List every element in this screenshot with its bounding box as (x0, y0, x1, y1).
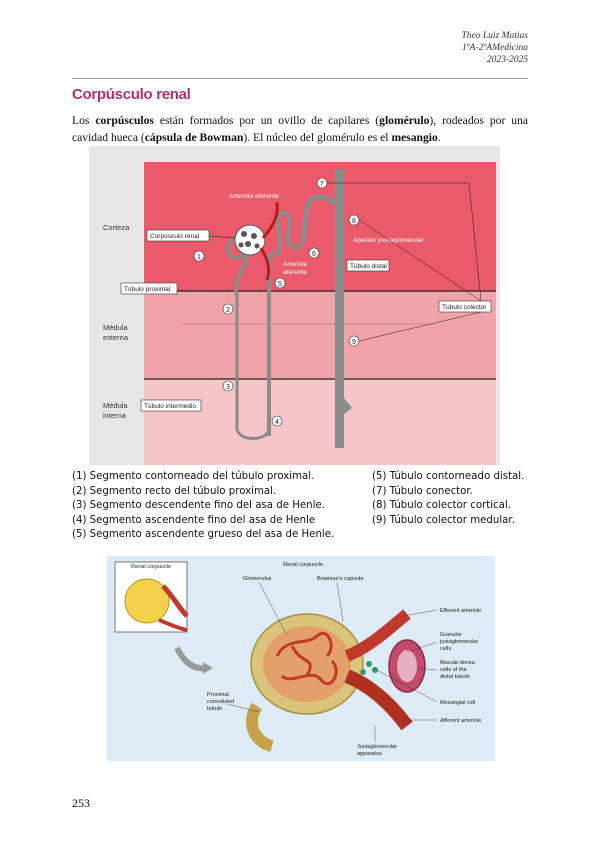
renal-corpuscle-illustration: Renal corpuscle Renal corpuscle Glomerul… (107, 556, 495, 761)
legend-item: (2) Segmento recto del túbulo proximal. (72, 485, 334, 500)
nephron-diagram: Corteza Médula externa Médula interna Co… (89, 146, 500, 465)
legend-item: (4) Segmento ascendente fino del asa de … (72, 514, 334, 529)
term-mesangio: mesangio (391, 131, 437, 144)
legend-column-left: (1) Segmento contorneado del túbulo prox… (72, 470, 334, 543)
label-arteriola-eferente: Arteriola eferente (229, 193, 279, 200)
zone-label-medula-interna: interna (103, 411, 127, 420)
term-capsula-bowman: cápsula de Bowman (145, 131, 244, 144)
header-meta: Theo Luiz Matias 1ºA-2ºAMedicina 2023-20… (461, 30, 528, 66)
legend-item: (9) Túbulo colector medular. (372, 514, 524, 529)
inset-corpuscle (125, 579, 169, 623)
label-proximal-tubule: Proximal (207, 692, 229, 698)
label-arteriola-aferente: aferente (283, 269, 307, 276)
intro-text: están formados por un ovillo de capilare… (154, 114, 379, 127)
label-macula-densa: cells of the (440, 667, 467, 673)
inner-medulla-zone (144, 379, 496, 465)
marker-5: 5 (278, 281, 282, 288)
label-tubulo-colector: Túbulo colector (442, 304, 487, 311)
label-proximal-tubule: convoluted (207, 699, 234, 705)
page-number: 253 (72, 796, 90, 811)
zone-label-medula-externa: externa (103, 333, 129, 342)
marker-4: 4 (275, 419, 279, 426)
intro-text: Los (72, 114, 95, 127)
zone-label-medula-externa: Médula (103, 323, 128, 332)
label-tubulo-distal: Túbulo distal (350, 263, 387, 270)
author-name: Theo Luiz Matias (461, 30, 528, 42)
intro-text: ). El núcleo del glomérulo es el (243, 131, 391, 144)
label-aparato-yuxtaglomerular: Aparato yuxtaglomerular (353, 237, 425, 244)
legend-item: (5) Túbulo contorneado distal. (372, 470, 524, 485)
zone-label-corteza: Corteza (103, 223, 130, 232)
label-tubulo-intermedio: Túbulo intermedio (144, 403, 196, 410)
label-glomerulus: Glomerulus (243, 576, 272, 582)
label-efferent-arteriole: Efferent arteriole (440, 608, 481, 614)
section-title: Corpúsculo renal (72, 86, 191, 103)
course-name: 1ºA-2ºAMedicina (461, 42, 528, 54)
label-macula-densa: distal tubule (440, 674, 470, 680)
marker-7: 7 (320, 181, 324, 188)
zone-label-medula-interna: Médula (103, 401, 128, 410)
legend-item: (7) Túbulo conector. (372, 485, 524, 500)
intro-text: . (438, 131, 441, 144)
intro-paragraph: Los corpúsculos están formados por un ov… (72, 112, 528, 146)
label-renal-corpuscle-inset: Renal corpuscle (131, 564, 171, 570)
legend-item: (3) Segmento descendente fino del asa de… (72, 499, 334, 514)
legend-column-right: (5) Túbulo contorneado distal. (7) Túbul… (372, 470, 524, 528)
label-granular-cells: cells (440, 646, 451, 652)
label-juxtaglomerular-apparatus: apparatus (357, 751, 382, 757)
label-juxtaglomerular-apparatus: Juxtaglomerular (357, 744, 397, 750)
legend-item: (5) Segmento ascendente grueso del asa d… (72, 528, 334, 543)
marker-9: 9 (352, 339, 356, 346)
marker-1: 1 (197, 254, 201, 261)
label-mesangial-cell: Mesangial cell (440, 700, 475, 706)
label-bowmans-capsule: Bowman's capsule (317, 576, 363, 582)
glomerulus (263, 626, 351, 702)
glomerulus (235, 225, 265, 255)
label-arteriola-aferente: Arteriola (283, 261, 308, 268)
term-corpusculos: corpúsculos (95, 114, 154, 127)
legend-item: (1) Segmento contorneado del túbulo prox… (72, 470, 334, 485)
header-rule (72, 78, 528, 79)
marker-8: 8 (352, 218, 356, 225)
legend-item: (8) Túbulo colector cortical. (372, 499, 524, 514)
label-afferent-arteriole: Afferent arteriole (440, 718, 481, 724)
label-renal-corpuscle: Renal corpuscle (283, 562, 323, 568)
label-corpusculo-renal: Corpúsculo renal (150, 233, 200, 240)
label-macula-densa: Macula densa (440, 660, 476, 666)
marker-3: 3 (226, 384, 230, 391)
label-proximal-tubule: tubule (207, 706, 222, 712)
term-glomerulo: glomérulo (379, 114, 429, 127)
course-years: 2023-2025 (461, 54, 528, 66)
marker-2: 2 (226, 307, 230, 314)
label-granular-cells: juxtaglomerular (439, 639, 478, 645)
label-tubulo-proximal: Túbulo proximal (124, 286, 171, 293)
label-granular-cells: Granular (440, 632, 462, 638)
marker-6: 6 (312, 251, 316, 258)
